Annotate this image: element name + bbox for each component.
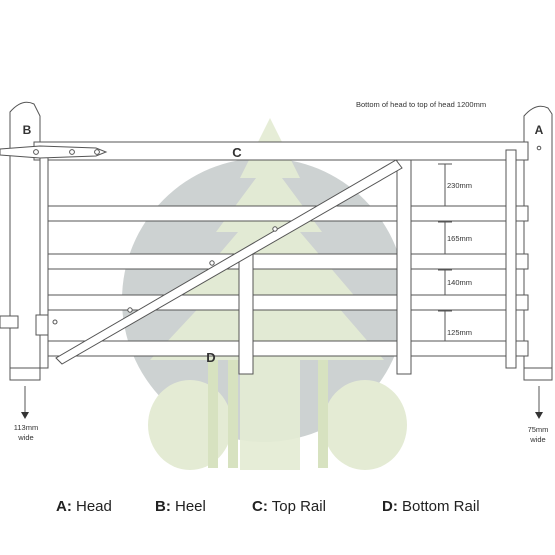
heel-post-base bbox=[9, 367, 41, 381]
legend-text: Top Rail bbox=[271, 498, 326, 515]
head-to-head-note: Bottom of head to top of head 1200mm bbox=[356, 100, 486, 109]
latch-plate bbox=[35, 314, 49, 336]
head-width-label: 75mm bbox=[528, 425, 549, 434]
head-stile bbox=[505, 149, 517, 369]
heel-arrow-head bbox=[21, 412, 29, 419]
legend-item-bottom-rail: D: Bottom Rail bbox=[382, 498, 480, 515]
legend-key: D: bbox=[382, 498, 398, 515]
head-post-base bbox=[523, 367, 553, 381]
head-post-hole bbox=[536, 145, 542, 151]
legend-text: Head bbox=[76, 498, 112, 515]
main-upright bbox=[396, 159, 412, 375]
watermark-trunk-2 bbox=[228, 360, 238, 468]
brace-bolt-1 bbox=[127, 307, 133, 313]
spacing-140: 140mm bbox=[447, 278, 472, 287]
legend: A: Head B: Heel C: Top Rail D: Bottom Ra… bbox=[0, 494, 555, 522]
spacing-125: 125mm bbox=[447, 328, 472, 337]
head-post bbox=[523, 105, 553, 381]
heel-wide-word: wide bbox=[17, 433, 33, 442]
hinge-strap bbox=[0, 145, 108, 159]
watermark-logo bbox=[122, 118, 407, 470]
rail-4 bbox=[39, 294, 529, 311]
legend-item-head: A: Head bbox=[56, 498, 112, 515]
legend-text: Bottom Rail bbox=[402, 498, 480, 515]
hinge-bolt-3 bbox=[94, 149, 100, 155]
diagonal-brace bbox=[55, 159, 403, 365]
latch-bolt bbox=[52, 319, 58, 325]
spacing-165: 165mm bbox=[447, 234, 472, 243]
head-wide-word: wide bbox=[529, 435, 545, 444]
heel-post bbox=[9, 101, 41, 381]
legend-item-top-rail: C: Top Rail bbox=[252, 498, 326, 515]
legend-text: Heel bbox=[175, 498, 206, 515]
spacing-230: 230mm bbox=[447, 181, 472, 190]
heel-width-label: 113mm bbox=[14, 423, 38, 432]
watermark-tree-right bbox=[323, 380, 407, 470]
brace-bolt-2 bbox=[209, 260, 215, 266]
head-letter: A bbox=[535, 123, 544, 137]
hinge-bolt-2 bbox=[69, 149, 75, 155]
brace-bolt-3 bbox=[272, 226, 278, 232]
head-arrow-head bbox=[535, 412, 543, 419]
top-rail-letter: C bbox=[232, 145, 242, 160]
legend-key: A: bbox=[56, 498, 72, 515]
top-rail bbox=[33, 141, 529, 161]
bottom-rail bbox=[39, 340, 529, 357]
hinge-bolt-1 bbox=[33, 149, 39, 155]
heel-letter: B bbox=[23, 123, 32, 137]
legend-item-heel: B: Heel bbox=[155, 498, 206, 515]
watermark-tree-left bbox=[148, 380, 232, 470]
legend-key: C: bbox=[252, 498, 268, 515]
watermark-trunk-3 bbox=[318, 360, 328, 468]
mid-upright bbox=[238, 252, 254, 375]
bottom-rail-letter: D bbox=[206, 350, 215, 365]
rail-3 bbox=[39, 253, 529, 270]
lower-hinge bbox=[0, 315, 19, 329]
watermark-tree bbox=[150, 118, 384, 470]
rail-2 bbox=[39, 205, 529, 222]
watermark-trunk-1 bbox=[208, 360, 218, 468]
legend-key: B: bbox=[155, 498, 171, 515]
